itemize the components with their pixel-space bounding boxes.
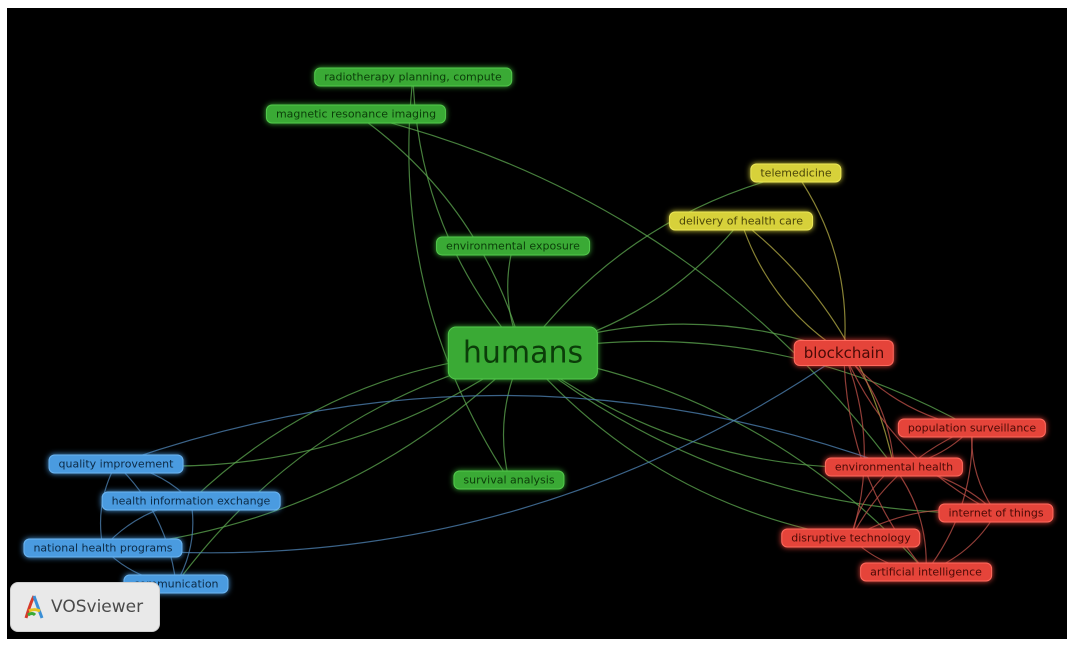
node-nhp[interactable]: national health programs [23,538,183,558]
edge-radiotherapy-survival [408,76,510,481]
node-telemedicine[interactable]: telemedicine [750,163,842,183]
edge-blockchain-iot [843,352,997,514]
vosviewer-logo: VOSviewer [10,582,160,632]
edge-mri-envhealth [355,113,895,468]
edge-humans-mri [355,113,524,354]
node-popsurv[interactable]: population surveillance [897,418,1047,438]
edge-delivery-envhealth [740,220,895,468]
edge-delivery-blockchain [740,220,845,354]
vosviewer-logo-icon [24,595,44,619]
edge-nhp-blockchain [102,352,845,554]
edge-humans-disruptive [522,352,852,539]
edge-envhealth-ai [893,466,927,573]
node-radiotherapy[interactable]: radiotherapy planning, compute [314,67,512,87]
node-ai[interactable]: artificial intelligence [860,562,992,582]
edge-quality-envhealth [115,394,895,468]
edge-humans-telemedicine [522,172,797,354]
node-survival[interactable]: survival analysis [453,470,565,490]
edge-telemedicine-blockchain [795,172,846,354]
edge-blockchain-disruptive [843,352,865,539]
node-delivery[interactable]: delivery of health care [669,211,813,231]
edge-humans-iot [522,352,997,514]
node-disruptive[interactable]: disruptive technology [781,528,921,548]
node-blockchain[interactable]: blockchain [793,340,895,366]
node-quality[interactable]: quality improvement [48,454,184,474]
node-humans[interactable]: humans [447,326,599,380]
vosviewer-logo-label: VOSviewer [51,597,144,617]
edge-humans-nhp [102,352,524,549]
node-envhealth[interactable]: environmental health [824,457,964,477]
node-mri[interactable]: magnetic resonance imaging [265,104,447,124]
node-iot[interactable]: internet of things [938,503,1054,523]
node-envexp[interactable]: environmental exposure [436,236,590,256]
node-hie[interactable]: health information exchange [101,491,281,511]
edge-quality-communication [115,463,177,585]
edge-popsurv-iot [971,427,997,514]
network-canvas[interactable]: humans radiotherapy planning, compute magn… [7,8,1067,639]
